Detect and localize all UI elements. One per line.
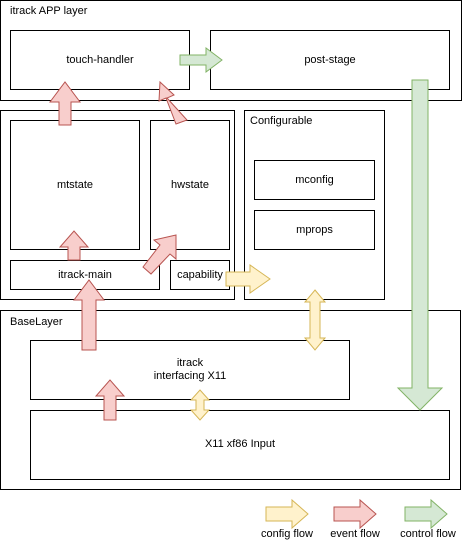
control-arrow-touch-to-post <box>179 47 223 73</box>
event-arrow-main-to-mtstate <box>58 230 90 261</box>
mconfig-label: mconfig <box>295 174 334 186</box>
app-layer-title: itrack APP layer <box>10 5 88 17</box>
event-arrow-main-to-hwstate <box>142 234 177 275</box>
event-arrow-mtstate-to-touch <box>49 81 81 126</box>
legend-config-label: config flow <box>261 528 313 540</box>
hwstate-box <box>150 120 230 250</box>
legend-control-swatch <box>404 498 448 530</box>
mconfig-box <box>254 160 375 200</box>
capability-box <box>170 260 230 290</box>
configurable-title: Configurable <box>250 115 313 127</box>
control-arrow-post-to-x11 <box>396 79 444 411</box>
event-arrow-x11-to-main <box>73 279 105 351</box>
itrack-main-label: itrack-main <box>58 269 112 281</box>
event-arrow-hwstate-to-touch <box>158 80 188 125</box>
legend-event-label: event flow <box>330 528 380 540</box>
event-arrow-input-to-itrack <box>94 379 126 421</box>
config-arrow-configurable-itrack <box>303 289 327 351</box>
mprops-box <box>254 210 375 250</box>
x11-input-label: X11 xf86 Input <box>204 438 276 450</box>
post-stage-box <box>210 30 450 90</box>
itrack-x11-box <box>30 340 350 400</box>
legend-control-label: control flow <box>400 528 456 540</box>
x11-input-box <box>30 410 450 480</box>
config-arrow-capability-to-configurable <box>225 264 271 294</box>
post-stage-label: post-stage <box>304 54 356 66</box>
mtstate-label: mtstate <box>56 179 94 191</box>
configurable-box <box>244 110 385 300</box>
itrack-x11-label: itrack interfacing X11 <box>153 357 227 382</box>
touch-handler-box <box>10 30 190 90</box>
base-layer-title: BaseLayer <box>10 316 63 328</box>
hwstate-label: hwstate <box>171 179 209 191</box>
mprops-label: mprops <box>296 224 333 236</box>
legend-config-swatch <box>265 498 309 530</box>
legend-event-swatch <box>333 498 377 530</box>
touch-handler-label: touch-handler <box>66 54 134 66</box>
capability-label: capability <box>177 269 223 281</box>
config-arrow-itrack-input <box>189 389 211 421</box>
